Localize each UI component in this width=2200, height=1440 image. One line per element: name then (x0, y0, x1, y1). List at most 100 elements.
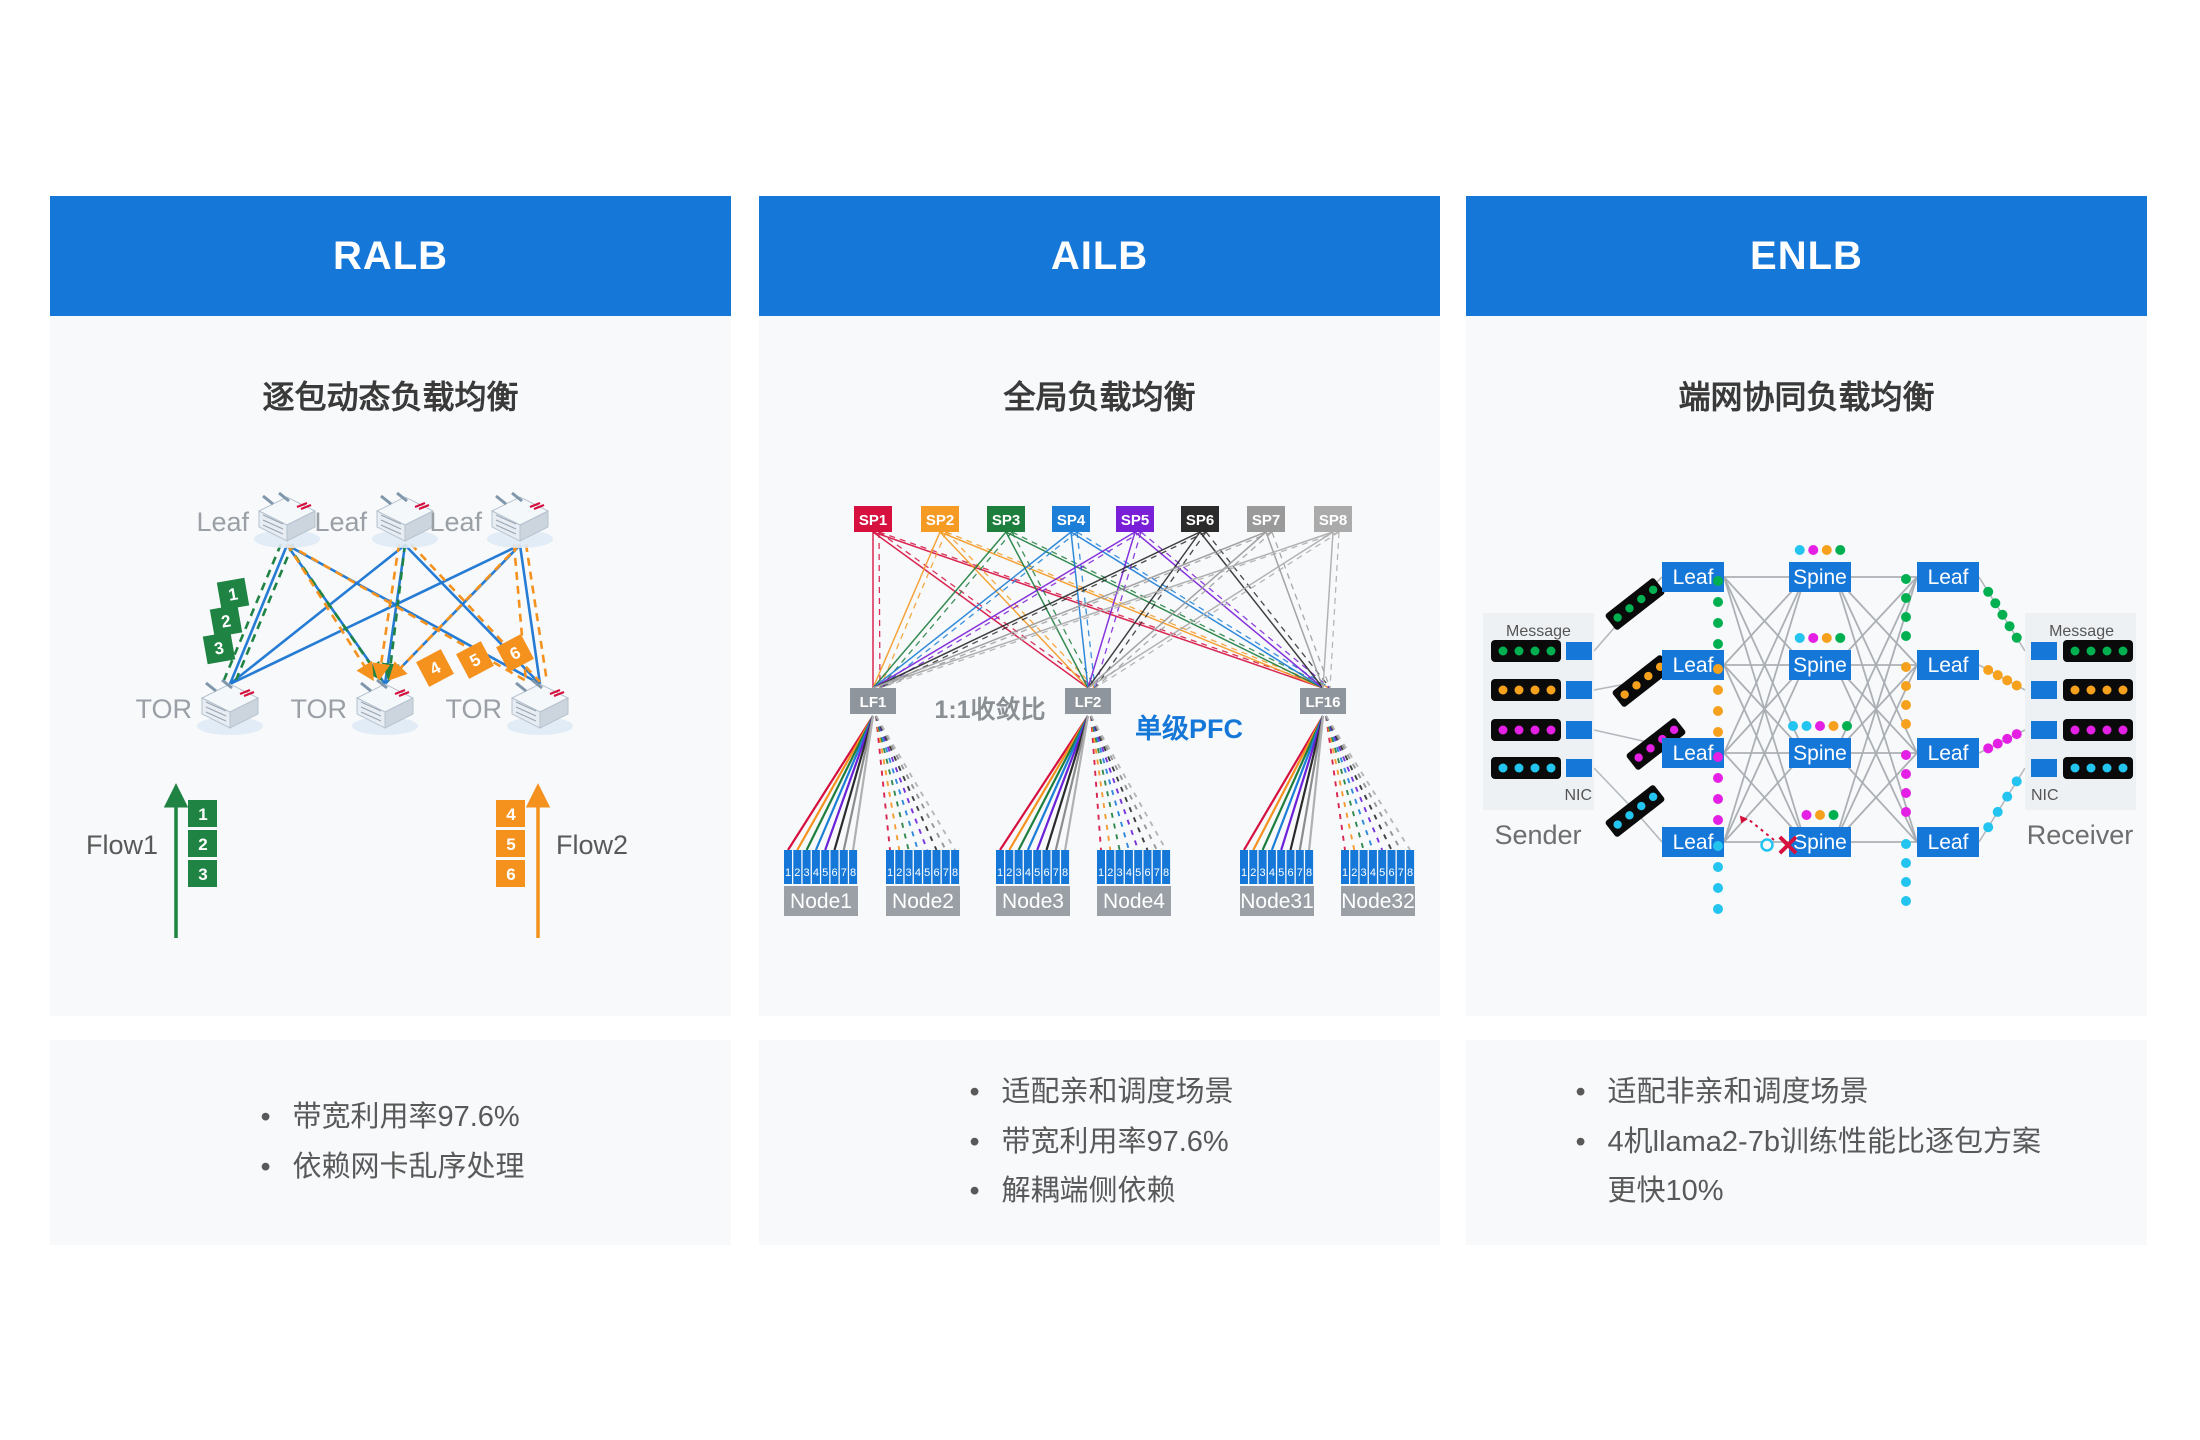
packet: 2 (209, 604, 243, 638)
port-number: 8 (1407, 867, 1413, 879)
nic-label: NIC (1564, 787, 1592, 804)
panel-header-label: ENLB (1750, 233, 1863, 278)
leaf-node-label: Leaf (1928, 566, 1969, 589)
port-number: 1 (785, 867, 791, 879)
port-number: 7 (1297, 867, 1303, 879)
port-number: 4 (915, 867, 921, 879)
sp-label: SP8 (1319, 512, 1347, 529)
spine-node-label: Spine (1793, 566, 1847, 589)
leaf-node: Leaf (1662, 650, 1724, 680)
node-label: Node32 (1341, 890, 1415, 913)
message-row (1491, 640, 1592, 662)
port-number: 2 (794, 867, 800, 879)
leaf-node: Leaf (1662, 827, 1724, 857)
panel-header: RALB (50, 196, 731, 316)
packet: 4 (416, 649, 454, 687)
leaf-node-label: Leaf (1673, 654, 1714, 677)
nic-port (1566, 642, 1592, 660)
spine-node-label: Spine (1793, 742, 1847, 765)
panel-header: AILB (759, 196, 1440, 316)
sp-node: SP7 (1247, 506, 1285, 532)
lf-node: LF16 (1300, 688, 1346, 714)
port-number: 2 (1006, 867, 1012, 879)
sp-label: SP3 (992, 512, 1020, 529)
packet: 6 (496, 634, 534, 672)
bullet-item: 带宽利用率97.6% (965, 1118, 1233, 1168)
panel-header: ENLB (1466, 196, 2147, 316)
sp-label: SP7 (1252, 512, 1280, 529)
message-row (2031, 640, 2133, 662)
packet: 1 (216, 577, 250, 611)
tor-switch-icon (505, 678, 575, 737)
port-number: 6 (1388, 867, 1394, 879)
enlb-bullet-list: 适配非亲和调度场景 4机llama2-7b训练性能比逐包方案更快10% (1572, 1068, 2042, 1218)
spine-node: Spine (1789, 562, 1851, 592)
port-number: 3 (804, 867, 810, 879)
packet: 5 (456, 641, 494, 679)
leaf-label: Leaf (196, 507, 249, 537)
port-number: 4 (1025, 867, 1031, 879)
sp-node: SP2 (921, 506, 959, 532)
port-number: 1 (887, 867, 893, 879)
nic-port (2031, 642, 2057, 660)
dropped-packet-dot (1760, 838, 1774, 852)
ralb-bullet-list: 带宽利用率97.6% 依赖网卡乱序处理 (256, 1093, 524, 1193)
leaf-switch-icon (370, 491, 440, 550)
port-number: 3 (906, 867, 912, 879)
ralb-links (222, 542, 549, 686)
leaf-node-label: Leaf (1673, 742, 1714, 765)
port-number: 6 (1144, 867, 1150, 879)
tor-label: TOR (135, 694, 192, 724)
enlb-diagram: MessageNICSenderLeafLeafLeafLeafSpineSpi… (1483, 545, 2136, 914)
tor-label: TOR (445, 694, 502, 724)
bullet-item: 解耦端侧依赖 (965, 1167, 1233, 1217)
ratio-label: 1:1收敛比 (934, 695, 1045, 724)
receiver-label: Receiver (2027, 820, 2134, 850)
port-number: 2 (1250, 867, 1256, 879)
message-row (2031, 757, 2133, 779)
nic-port (2031, 721, 2057, 739)
flow-packet-number: 4 (506, 805, 516, 824)
port-number: 7 (1398, 867, 1404, 879)
leaf-switch-icon (485, 491, 555, 550)
inflight-packet (1605, 578, 1665, 630)
sp-node: SP1 (854, 506, 892, 532)
nic-label: NIC (2031, 787, 2059, 804)
message-row (1491, 719, 1592, 741)
flow-packet-number: 2 (198, 835, 207, 854)
port-number: 2 (1107, 867, 1113, 879)
ralb-bullets-card: 带宽利用率97.6% 依赖网卡乱序处理 (50, 1040, 731, 1245)
port-number: 8 (952, 867, 958, 879)
port-number: 8 (1163, 867, 1169, 879)
sp-label: SP6 (1186, 512, 1214, 529)
port-number: 7 (1154, 867, 1160, 879)
spine-node-label: Spine (1793, 831, 1847, 854)
port-number: 2 (896, 867, 902, 879)
port-number: 5 (1135, 867, 1141, 879)
port-number: 6 (1287, 867, 1293, 879)
packet: 3 (202, 631, 236, 665)
node-label: Node2 (892, 890, 954, 913)
flow-label: Flow1 (86, 830, 158, 860)
nic-port (1566, 681, 1592, 699)
inflight-packet (1605, 785, 1665, 837)
port-number: 3 (1117, 867, 1123, 879)
leaf-node: Leaf (1662, 738, 1724, 768)
sp-label: SP2 (926, 512, 954, 529)
leaf-switch-icon (252, 491, 322, 550)
leaf-node-label: Leaf (1928, 654, 1969, 677)
nic-port (2031, 759, 2057, 777)
ailb-bullet-list: 适配亲和调度场景 带宽利用率97.6% 解耦端侧依赖 (965, 1068, 1233, 1218)
tor-label: TOR (290, 694, 347, 724)
port-number: 4 (1370, 867, 1376, 879)
port-number: 1 (997, 867, 1003, 879)
spine-node: Spine (1789, 650, 1851, 680)
x-mark-icon: ✕ (1775, 830, 1800, 863)
